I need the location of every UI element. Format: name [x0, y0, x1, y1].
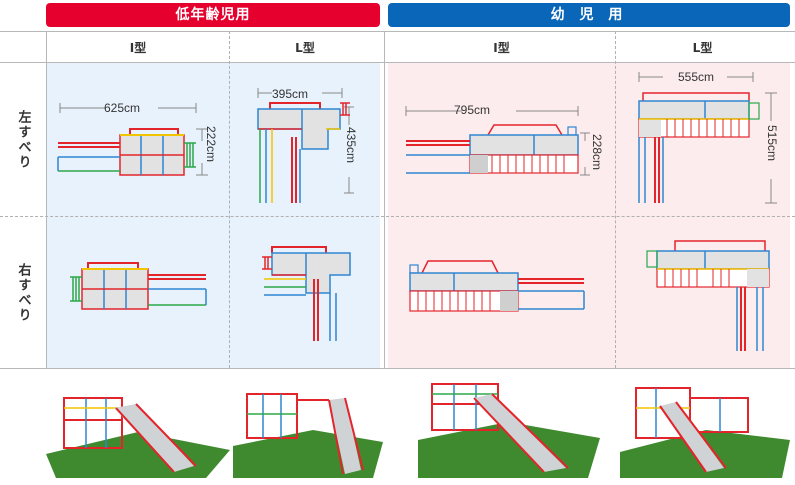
plan-toddler-i-left — [57, 103, 208, 176]
preschool-i-background — [388, 63, 615, 368]
plan-toddler-l-left — [257, 88, 354, 203]
row-label-left-slide: 左すべり — [15, 109, 31, 170]
divider-header — [0, 62, 795, 63]
divider-preschool — [615, 31, 616, 368]
plan-preschool-l-right — [646, 240, 770, 351]
divider-labels — [46, 31, 47, 368]
plan-preschool-i-left — [405, 106, 590, 176]
plan-toddler-i-right — [70, 262, 207, 310]
divider-rows — [0, 216, 795, 217]
column-heading-preschool-i: I型 — [493, 41, 510, 55]
dimension-toddler-i-width: 625cm — [104, 101, 141, 115]
photo-preschool-i — [418, 380, 600, 478]
photo-preschool-l — [620, 380, 790, 478]
dimension-toddler-i-depth: 222cm — [204, 126, 218, 163]
toddler-header: 低年齢児用 — [46, 3, 380, 27]
column-heading-toddler-l: L型 — [295, 41, 315, 55]
photo-toddler-l — [233, 380, 383, 478]
column-heading-toddler-i: I型 — [129, 41, 147, 55]
row-label-right-slide: 右すべり — [15, 262, 31, 323]
divider-toddler — [229, 31, 230, 368]
dimension-preschool-i-width: 795cm — [454, 103, 491, 117]
dimension-toddler-l-width: 395cm — [272, 87, 309, 101]
plan-preschool-i-right — [409, 260, 585, 312]
preschool-header: 幼 児 用 — [388, 3, 790, 27]
divider-top — [0, 31, 795, 32]
plan-preschool-l-left — [638, 72, 777, 204]
plan-toddler-l-right — [262, 246, 351, 341]
divider-groups — [384, 31, 385, 368]
dimension-preschool-l-width: 555cm — [678, 70, 715, 84]
dimension-preschool-i-depth: 228cm — [590, 134, 604, 171]
photo-toddler-i — [46, 380, 230, 478]
column-heading-preschool-l: L型 — [692, 41, 713, 55]
toddler-i-background — [46, 63, 230, 368]
dimension-toddler-l-depth: 435cm — [344, 127, 358, 164]
dimension-preschool-l-depth: 515cm — [765, 125, 779, 162]
divider-bottom — [0, 368, 795, 369]
